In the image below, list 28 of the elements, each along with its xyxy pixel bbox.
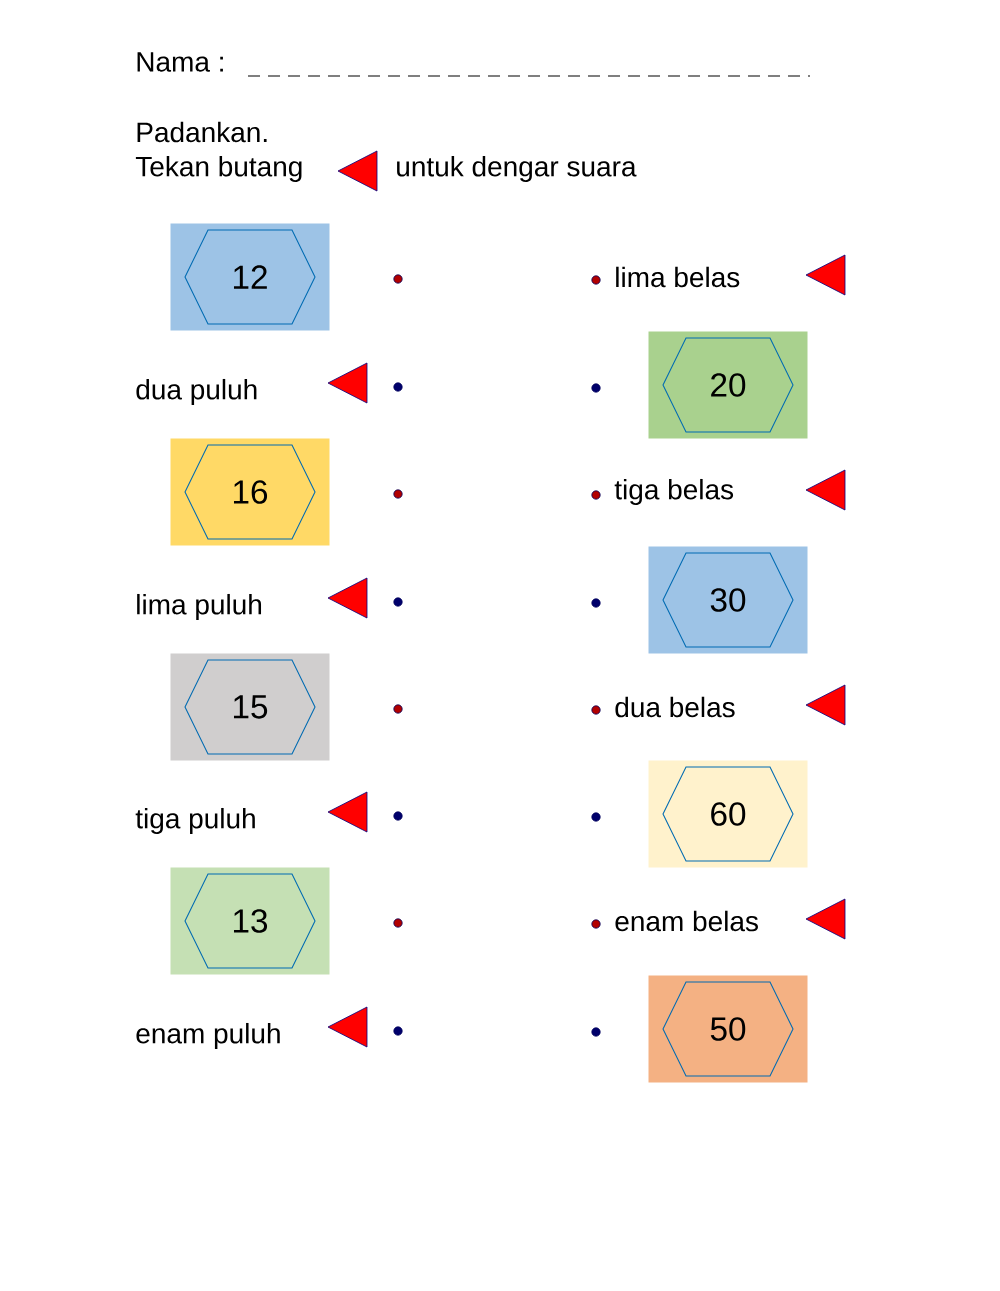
number-word: lima puluh	[137, 593, 262, 621]
number-hexagon: 12	[184, 229, 316, 325]
number-card	[170, 438, 330, 546]
number-hexagon: 50	[662, 981, 794, 1077]
number-card	[170, 653, 330, 761]
number-card	[648, 331, 808, 439]
number-word: dua puluh	[136, 378, 257, 406]
number-hexagon: 13	[184, 873, 316, 969]
instruction-text: untuk dengar suara	[397, 155, 637, 183]
number-word: enam belas	[615, 910, 758, 932]
number-hexagon: 20	[662, 337, 794, 433]
number-card	[648, 546, 808, 654]
number-card	[170, 867, 330, 975]
number-card	[170, 223, 330, 331]
number-hexagon: 60	[662, 766, 794, 862]
number-card	[648, 760, 808, 868]
form-label: Nama :	[137, 52, 223, 72]
instruction-text: Tekan butang	[135, 155, 302, 183]
number-hexagon: 15	[184, 659, 316, 755]
number-card	[648, 975, 808, 1083]
instruction-text: Padankan.	[137, 121, 267, 143]
number-word: lima belas	[616, 266, 740, 288]
number-word: tiga belas	[614, 478, 734, 506]
number-hexagon: 16	[184, 444, 316, 540]
number-word: enam puluh	[136, 1022, 280, 1050]
number-word: tiga puluh	[135, 807, 255, 835]
number-hexagon: 30	[662, 552, 794, 648]
number-word: dua belas	[615, 696, 735, 718]
